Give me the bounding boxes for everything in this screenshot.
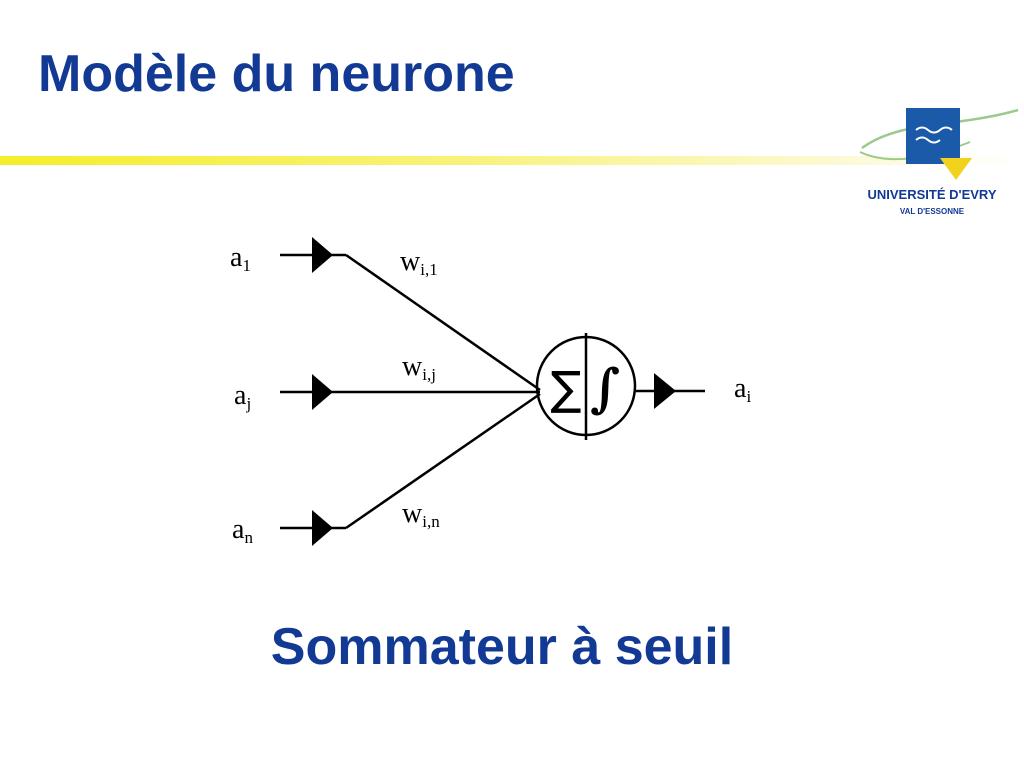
input-arrow-1 [312, 237, 333, 273]
logo-blue-square [906, 108, 960, 164]
input-label-j: aj [234, 380, 251, 413]
weight-connection-n [345, 392, 541, 530]
input-arrow-j [312, 374, 333, 410]
output-arrow [654, 373, 676, 409]
university-logo: UNIVERSITÉ D'EVRY VAL D'ESSONNE [860, 108, 1019, 216]
weight-label-n: wi,n [402, 498, 440, 531]
output-label: ai [734, 373, 751, 406]
input-arrow-n [312, 510, 333, 546]
weight-connection-1 [345, 253, 541, 392]
weight-label-j: wi,j [402, 351, 436, 384]
sum-symbol: ∑ [551, 361, 582, 415]
threshold-symbol: ∫ [590, 358, 620, 419]
slide-title: Modèle du neurone [38, 45, 515, 103]
input-label-n: an [232, 514, 253, 547]
logo-wave [915, 126, 953, 134]
logo-yellow-triangle [940, 158, 972, 180]
logo-subname: VAL D'ESSONNE [900, 207, 965, 216]
weight-label-1: wi,1 [400, 246, 438, 279]
logo-name: UNIVERSITÉ D'EVRY [867, 187, 996, 202]
input-label-1: a1 [230, 242, 251, 275]
title-underline [0, 156, 1024, 165]
logo-wave-2 [915, 136, 941, 144]
slide-subtitle: Sommateur à seuil [270, 618, 734, 676]
